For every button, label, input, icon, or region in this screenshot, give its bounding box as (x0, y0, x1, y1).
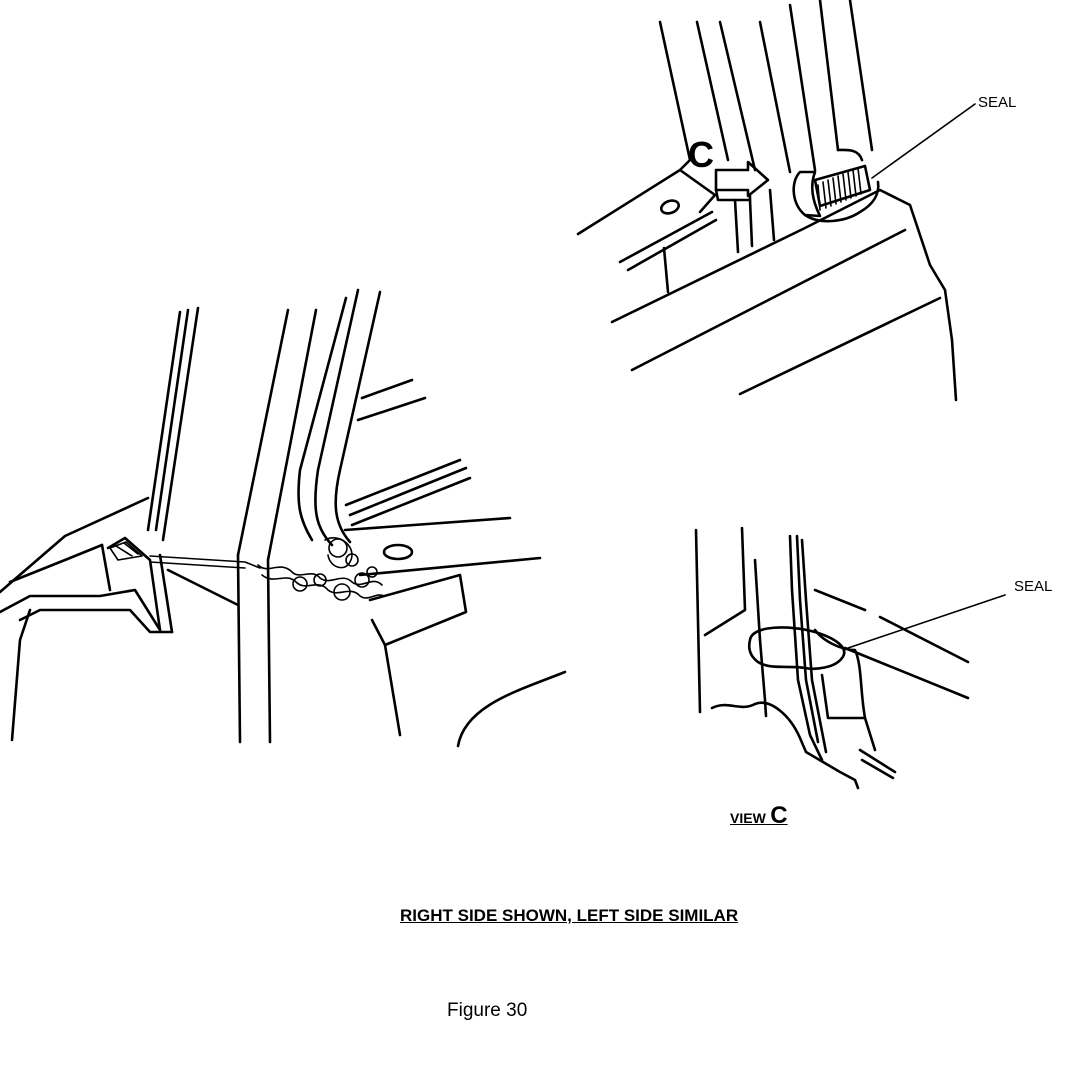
view-c-detail (694, 526, 1006, 790)
seal-label-view-c: SEAL (1014, 578, 1053, 595)
view-c-title: VIEW C (730, 802, 788, 830)
view-c-prefix: VIEW (730, 810, 766, 826)
figure-number: Figure 30 (447, 1000, 528, 1021)
pillar-base-detail (576, 0, 976, 402)
seal-label-top: SEAL (978, 94, 1017, 111)
pillar-main-illustration (0, 288, 567, 748)
view-c-letter: C (770, 802, 788, 829)
figure-caption: RIGHT SIDE SHOWN, LEFT SIDE SIMILAR (400, 906, 739, 925)
view-c-callout: C (688, 134, 714, 175)
